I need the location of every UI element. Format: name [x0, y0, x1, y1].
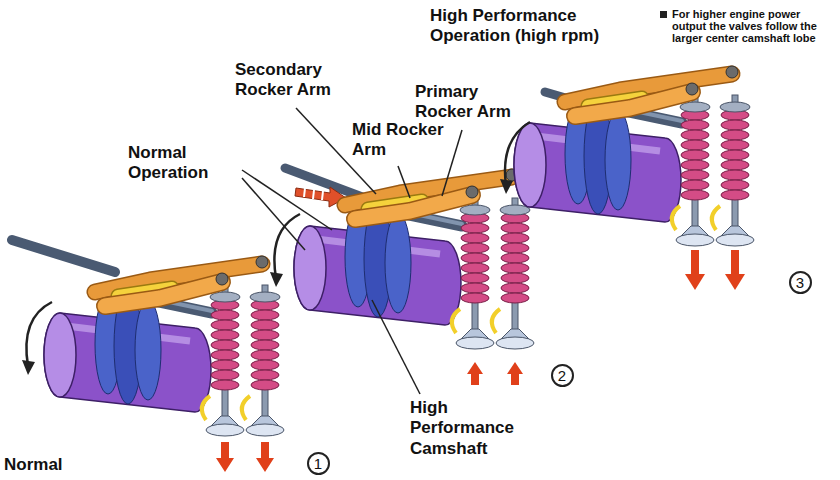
note-text: For higher engine power output the valve… — [672, 8, 824, 44]
callout-text: 1 — [314, 456, 322, 471]
assembly-normal — [12, 240, 284, 472]
rotation-arrow — [270, 272, 283, 287]
leader-line — [442, 130, 462, 196]
note-bullet — [660, 11, 667, 18]
valve-train — [44, 256, 284, 436]
part-label: Secondary Rocker Arm — [235, 60, 365, 101]
part-label: Primary Rocker Arm — [415, 82, 515, 123]
rotation-arrow — [505, 122, 530, 185]
valve-train — [294, 169, 534, 349]
rotation-arrow — [274, 214, 300, 278]
valve-motion-arrow — [685, 250, 705, 290]
callout-text: 2 — [558, 368, 566, 383]
rotation-arrow — [26, 302, 52, 366]
valve-train — [294, 169, 534, 385]
rotation-arrow — [500, 179, 513, 194]
leader-line — [242, 170, 332, 230]
valve-motion-arrow — [216, 442, 234, 472]
callout-number: 1 — [307, 452, 330, 475]
assembly-switching — [270, 168, 534, 385]
mode-label: Normal Operation — [128, 143, 240, 184]
leader-line — [242, 178, 305, 250]
valve-motion-arrow — [507, 362, 523, 385]
callout-number: 3 — [789, 271, 812, 294]
part-label: High Performance Camshaft — [410, 398, 528, 459]
leader-line — [372, 300, 420, 394]
valve-train — [514, 66, 754, 290]
valve-motion-arrow — [256, 442, 274, 472]
assembly-high-rpm — [500, 66, 754, 290]
callout-text: 3 — [796, 275, 804, 290]
mode-label: Normal — [4, 455, 94, 475]
callout-number: 2 — [551, 364, 574, 387]
valve-motion-arrow — [725, 250, 745, 290]
rocker-shaft — [12, 240, 115, 272]
leader-lines — [242, 108, 462, 394]
piston-stripe — [322, 191, 323, 200]
leader-line — [398, 166, 410, 198]
rotation-arrow — [22, 360, 35, 375]
valve-train — [514, 66, 754, 246]
piston-stripe — [313, 190, 314, 199]
piston-stripe — [304, 188, 305, 197]
title-text: High Performance Operation (high rpm) — [430, 6, 630, 47]
valve-motion-arrow — [467, 362, 483, 385]
part-label: Mid Rocker Arm — [352, 120, 452, 161]
